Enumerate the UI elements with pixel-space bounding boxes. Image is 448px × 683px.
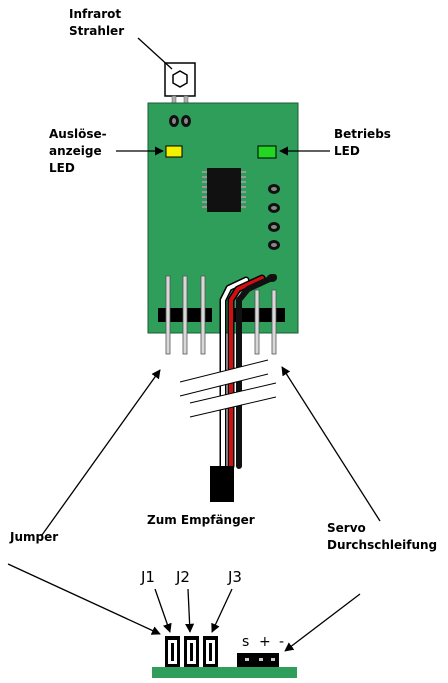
servo-pin-plus-label: + <box>259 634 271 650</box>
jumper-j1 <box>165 636 180 667</box>
ir-emitter-label: Infrarot Strahler <box>69 7 125 38</box>
receiver-label: Zum Empfänger <box>147 513 255 527</box>
receiver-connector <box>210 466 234 502</box>
status-led-label: Betriebs LED <box>334 127 391 158</box>
jumper-board <box>152 636 297 678</box>
trigger-led <box>165 145 183 158</box>
ir-solder-pads <box>169 115 191 127</box>
component-pads <box>268 184 280 250</box>
jumper-j3 <box>203 636 218 667</box>
trigger-led-label: Auslöse- anzeige LED <box>49 127 107 175</box>
jumper-j3-label: J3 <box>228 568 242 586</box>
callout-lines <box>7 37 381 652</box>
jumper-label: Jumper <box>10 530 59 544</box>
status-led <box>257 145 277 159</box>
jumper-j2-label: J2 <box>176 568 190 586</box>
jumper-pin-header <box>158 275 212 355</box>
servo-label: Servo Durchschleifung <box>327 521 438 552</box>
cable-break-marks <box>179 359 277 418</box>
servo-pin-signal-label: s <box>242 634 250 650</box>
servo-pin-minus-label: - <box>279 634 285 650</box>
microchip <box>202 168 246 212</box>
jumper-j1-label: J1 <box>141 568 155 586</box>
jumper-j2 <box>184 636 199 667</box>
